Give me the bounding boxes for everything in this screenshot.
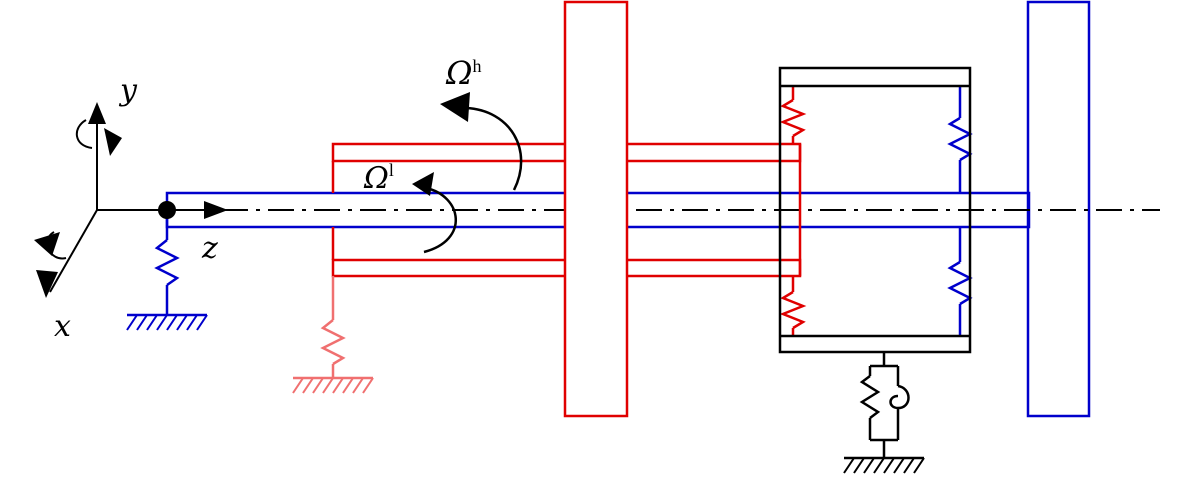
coordinate-system	[34, 102, 228, 298]
hp-ground-hatch	[292, 377, 374, 394]
omega-l-arc	[423, 186, 457, 254]
y-rotation-arrowhead	[104, 128, 122, 156]
y-rotation-arc	[76, 119, 93, 149]
x-axis-arrowhead	[36, 270, 58, 298]
omega-l-rotation	[412, 172, 457, 254]
x-rotation-arrowhead	[34, 232, 60, 256]
omega-l-label: Ωl	[363, 160, 394, 196]
housing-support-spring	[859, 375, 881, 419]
housing-support-torsion-coil	[889, 384, 910, 410]
y-axis-label: y	[118, 73, 138, 108]
z-axis-arrowhead	[204, 201, 228, 219]
high-pressure-disk	[563, 0, 629, 418]
lp-ground-hatch	[126, 314, 208, 331]
hp-bearing-spring-lower	[779, 290, 807, 330]
hp-bearing-spring-upper	[779, 98, 807, 138]
housing-ground-hatch	[843, 457, 925, 474]
omega-l-arrowhead	[412, 172, 434, 196]
x-axis-line	[49, 209, 98, 293]
lp-bearing-spring-upper	[947, 116, 973, 162]
z-axis-label: z	[201, 231, 218, 266]
y-axis-arrowhead	[88, 102, 106, 124]
omega-h-rotation	[440, 92, 523, 191]
omega-h-arc	[465, 106, 523, 191]
housing-frame	[778, 66, 972, 354]
bearing-housing	[778, 66, 972, 474]
omega-h-arrowhead	[440, 92, 470, 122]
hp-support	[292, 276, 374, 394]
omega-h-label: Ωh	[445, 54, 482, 92]
high-pressure-rotor	[331, 0, 807, 418]
lp-support-spring	[154, 239, 180, 287]
shaft-node-point	[158, 201, 176, 219]
x-axis-label: x	[54, 309, 71, 344]
lp-bearing-spring-lower	[947, 260, 973, 306]
hp-support-spring	[320, 319, 346, 366]
